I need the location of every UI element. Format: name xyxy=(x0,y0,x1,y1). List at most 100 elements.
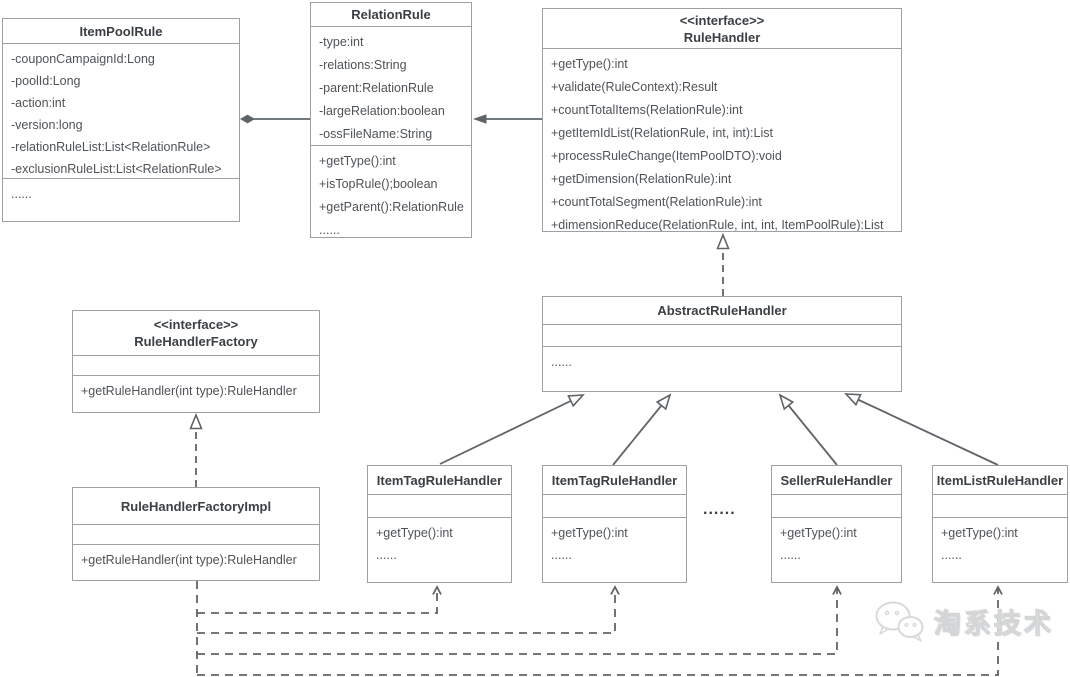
methods-section: +getType():int +isTopRule();boolean +get… xyxy=(311,146,471,237)
class-box-rule-handler-factory-impl: RuleHandlerFactoryImpl +getRuleHandler(i… xyxy=(72,487,320,581)
class-box-item-list-rule-handler: ItemListRuleHandler +getType():int .....… xyxy=(932,465,1068,583)
ellipsis-row: ...... xyxy=(376,548,397,562)
attributes-section-empty xyxy=(543,495,686,518)
interface-box-rule-handler-factory: <<interface>> RuleHandlerFactory +getRul… xyxy=(72,310,320,413)
method: +countTotalSegment(RelationRule):int xyxy=(551,195,762,209)
class-title: RuleHandlerFactoryImpl xyxy=(73,488,319,525)
class-box-seller-rule-handler: SellerRuleHandler +getType():int ...... xyxy=(771,465,902,583)
method: +getItemIdList(RelationRule, int, int):L… xyxy=(551,126,773,140)
methods-section: +getType():int ...... xyxy=(543,518,686,582)
class-name: ItemPoolRule xyxy=(79,23,163,39)
class-title: <<interface>> RuleHandler xyxy=(543,9,901,49)
methods-section: +getType():int ...... xyxy=(933,518,1067,582)
class-box-abstract-rule-handler: AbstractRuleHandler ...... xyxy=(542,296,902,392)
method: +getType():int xyxy=(551,526,628,540)
class-box-relation-rule: RelationRule -type:int -relations:String… xyxy=(310,2,472,238)
class-name: ItemListRuleHandler xyxy=(936,472,1064,488)
more-section: ...... xyxy=(3,179,239,221)
attribute: -type:int xyxy=(319,35,364,49)
method: +validate(RuleContext):Result xyxy=(551,80,718,94)
attributes-section: -couponCampaignId:Long -poolId:Long -act… xyxy=(3,44,239,179)
more-section: ...... xyxy=(543,347,901,391)
method: +processRuleChange(ItemPoolDTO):void xyxy=(551,149,782,163)
attributes-section-empty xyxy=(368,495,511,518)
methods-section: +getRuleHandler(int type):RuleHandler xyxy=(73,545,319,580)
association-connector-rulehandler-relationrule xyxy=(473,114,542,124)
class-box-item-tag-rule-handler-b: ItemTagRuleHandler +getType():int ...... xyxy=(542,465,687,583)
generalization-connector-itemlistrulehandler xyxy=(844,393,999,466)
method: +getRuleHandler(int type):RuleHandler xyxy=(81,384,297,398)
ellipsis-row: ...... xyxy=(941,548,962,562)
attributes-section-empty xyxy=(933,495,1067,518)
method: +getParent():RelationRule xyxy=(319,200,464,214)
dependency-connector-itemtagrulehandler-b xyxy=(197,585,620,634)
method: +getType():int xyxy=(319,154,396,168)
generalization-connector-itemtagrulehandler-b xyxy=(612,393,672,466)
attribute: -largeRelation:boolean xyxy=(319,104,445,118)
attributes-section-empty xyxy=(73,356,319,376)
ellipsis-row: ...... xyxy=(319,223,340,237)
class-name: RuleHandlerFactory xyxy=(134,334,258,349)
class-name: ItemTagRuleHandler xyxy=(551,472,678,488)
class-title: RelationRule xyxy=(311,3,471,27)
attribute: -relations:String xyxy=(319,58,407,72)
class-name: AbstractRuleHandler xyxy=(657,303,787,318)
class-box-item-tag-rule-handler-a: ItemTagRuleHandler +getType():int ...... xyxy=(367,465,512,583)
method: +getRuleHandler(int type):RuleHandler xyxy=(81,553,297,567)
class-box-item-pool-rule: ItemPoolRule -couponCampaignId:Long -poo… xyxy=(2,18,240,222)
method: +dimensionReduce(RelationRule, int, int,… xyxy=(551,218,884,231)
generalization-connector-itemtagrulehandler-a xyxy=(439,394,585,465)
attribute: -parent:RelationRule xyxy=(319,81,434,95)
class-title: ItemPoolRule xyxy=(3,19,239,44)
attribute: -poolId:Long xyxy=(11,74,81,88)
dependency-connector-itemlistrulehandler xyxy=(197,585,1003,676)
methods-section: +getType():int ...... xyxy=(368,518,511,582)
method: +getType():int xyxy=(551,57,628,71)
attributes-section-empty xyxy=(73,525,319,545)
class-title: <<interface>> RuleHandlerFactory xyxy=(73,311,319,356)
class-name: RelationRule xyxy=(351,7,431,22)
attributes-section: -type:int -relations:String -parent:Rela… xyxy=(311,27,471,146)
method: +getType():int xyxy=(376,526,453,540)
class-title: ItemTagRuleHandler xyxy=(368,466,511,495)
ellipsis-row: ...... xyxy=(780,548,801,562)
stereotype-label: <<interface>> xyxy=(153,317,239,332)
method: +getDimension(RelationRule):int xyxy=(551,172,732,186)
methods-section: +getType():int +validate(RuleContext):Re… xyxy=(543,49,901,231)
stereotype-label: <<interface>> xyxy=(679,12,765,28)
class-name: RuleHandler xyxy=(683,29,761,45)
methods-section: +getType():int ...... xyxy=(772,518,901,582)
class-title: ItemListRuleHandler xyxy=(933,466,1067,495)
class-title: SellerRuleHandler xyxy=(772,466,901,495)
composition-diamond-icon xyxy=(240,114,255,124)
watermark: 淘系技术 xyxy=(874,599,1054,643)
methods-section: +getRuleHandler(int type):RuleHandler xyxy=(73,376,319,412)
attributes-section-empty xyxy=(772,495,901,518)
attribute: -action:int xyxy=(11,96,66,110)
attribute: -version:long xyxy=(11,118,83,132)
attribute: -ossFileName:String xyxy=(319,127,433,141)
attribute: -exclusionRuleList:List<RelationRule> xyxy=(11,162,222,176)
class-name: RuleHandlerFactoryImpl xyxy=(120,498,272,514)
wechat-chat-bubbles-icon xyxy=(875,601,924,642)
handlers-ellipsis: ...... xyxy=(703,501,736,518)
ellipsis-row: ...... xyxy=(551,548,572,562)
dependency-connector-sellerrulehandler xyxy=(197,585,842,655)
class-title: ItemTagRuleHandler xyxy=(543,466,686,495)
class-name: SellerRuleHandler xyxy=(780,472,893,488)
method: +isTopRule();boolean xyxy=(319,177,438,191)
interface-box-rule-handler: <<interface>> RuleHandler +getType():int… xyxy=(542,8,902,232)
ellipsis-row: ...... xyxy=(11,187,32,201)
attribute: -couponCampaignId:Long xyxy=(11,52,155,66)
attributes-section-empty xyxy=(543,325,901,347)
dependency-connector-itemtagrulehandler-a xyxy=(197,585,442,614)
generalization-connector-sellerrulehandler xyxy=(778,393,838,466)
watermark-text: 淘系技术 xyxy=(934,608,1054,639)
ellipsis-row: ...... xyxy=(551,355,572,369)
attribute: -relationRuleList:List<RelationRule> xyxy=(11,140,211,154)
composition-connector-itempoolrule-relationrule xyxy=(240,114,310,124)
method: +getType():int xyxy=(941,526,1018,540)
class-name: ItemTagRuleHandler xyxy=(376,472,503,488)
